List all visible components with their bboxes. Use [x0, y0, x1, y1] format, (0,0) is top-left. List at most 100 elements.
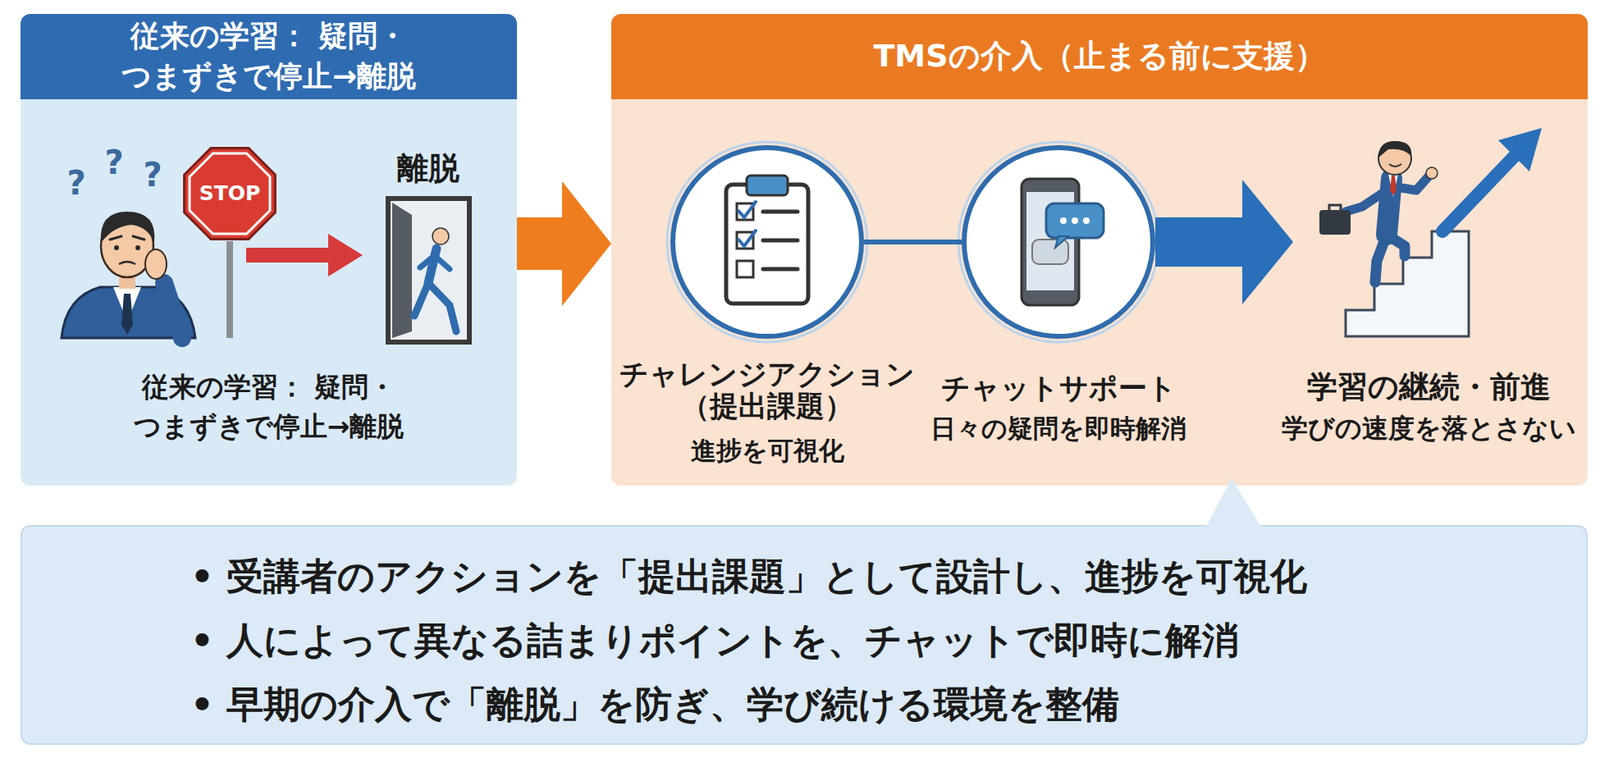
climbing-man — [1319, 128, 1542, 337]
circle-shape — [672, 147, 862, 337]
callout-pointer — [1203, 478, 1264, 530]
text-slot: 進捗を可視化 — [615, 435, 919, 467]
phone-chat-icon-part — [1046, 203, 1104, 238]
bullet-text: • 人によって異なる詰まりポイントを、チャットで即時に解消 — [190, 618, 1545, 663]
confused-man-part — [113, 287, 142, 322]
phone-chat-icon-part — [1055, 236, 1069, 248]
confused-man-part — [118, 261, 136, 265]
bullet-text: • 受講者のアクションを「提出課題」として設計し、進捗を可視化 — [190, 554, 1545, 599]
text-slot: 学習の継続・前進 — [1272, 369, 1585, 406]
confused-man-part — [135, 245, 141, 251]
red-arrow — [246, 233, 363, 277]
confused-man-part — [114, 245, 119, 251]
confused-man — [61, 211, 196, 339]
climbing-man-part — [1345, 190, 1387, 212]
phone-chat-icon — [1021, 178, 1104, 306]
right-panel: TMSの介入（止まる前に支援）チャレンジアクション （提出課題）進捗を可視化チャ… — [611, 13, 1588, 486]
clipboard-icon-part — [726, 184, 809, 304]
confused-man-part — [164, 283, 183, 339]
climbing-man-part — [1319, 210, 1351, 235]
exit-door-part — [392, 202, 412, 339]
exit-label: 離脱 — [379, 150, 478, 188]
circle-outline — [670, 145, 864, 339]
callout-pointer-shape — [1205, 478, 1262, 529]
node-title: TMSの介入（止まる前に支援） — [611, 37, 1588, 76]
node-title: 従来の学習： 疑問・つまずきで停止→離脱 — [36, 16, 501, 96]
confused-man-part — [100, 214, 154, 278]
phone-chat-icon-part — [1083, 217, 1090, 224]
text-slot: TMSの介入（止まる前に支援） — [611, 13, 1588, 100]
confused-man-part — [121, 293, 133, 335]
clipboard-icon-part — [736, 232, 754, 249]
text-slot: チャットサポート — [923, 370, 1194, 406]
confused-man-part — [109, 236, 145, 240]
step-circle: チャレンジアクション （提出課題）進捗を可視化 — [670, 145, 864, 339]
text-slot: • 受講者のアクションを「提出課題」として設計し、進捗を可視化 — [190, 554, 1545, 599]
summary-callout: • 受講者のアクションを「提出課題」として設計し、進捗を可視化 • 人によって異な… — [20, 525, 1588, 746]
climbing-man-part — [1396, 175, 1430, 191]
climbing-man-part — [1498, 128, 1542, 172]
text-slot: 学びの速度を落とさない — [1272, 412, 1585, 444]
exit-door-part — [428, 248, 437, 284]
exit-door-part — [420, 256, 450, 270]
text-slot: • 早期の介入で「離脱」を防ぎ、学び続ける環境を整備 — [190, 682, 1545, 727]
text-slot: チャレンジアクション （提出課題） — [615, 358, 919, 422]
confused-man-part — [61, 287, 196, 339]
text-slot: • 人によって異なる詰まりポイントを、チャットで即時に解消 — [190, 618, 1545, 663]
stop-sign-text: STOP — [180, 181, 279, 206]
climbing-man-part — [1389, 175, 1397, 196]
node-text: 学びの速度を落とさない — [1272, 412, 1585, 444]
clipboard-icon-part — [738, 201, 756, 247]
exit-door-part — [388, 198, 470, 343]
climbing-man-part — [1375, 234, 1405, 283]
node-title: チャレンジアクション （提出課題） — [615, 358, 919, 422]
clipboard-icon-part — [763, 211, 798, 270]
confused-man-part — [145, 249, 167, 279]
bullet-text: • 早期の介入で「離脱」を防ぎ、学び続ける環境を整備 — [190, 682, 1545, 727]
climbing-man-part — [1345, 231, 1469, 337]
circle-halo — [958, 141, 1159, 343]
block-arrow — [1155, 179, 1294, 305]
climbing-man-part — [1389, 164, 1402, 167]
clipboard-icon — [726, 175, 809, 304]
left-panel: 従来の学習： 疑問・つまずきで停止→離脱従来の学習： 疑問・つまずきで停止→離脱 — [20, 13, 517, 486]
circle-outline — [961, 145, 1156, 339]
label-slot: STOP — [180, 181, 279, 206]
phone-chat-icon-part — [1071, 217, 1079, 224]
stop-sign-part — [226, 241, 234, 339]
clipboard-icon-part — [736, 260, 754, 278]
node-title: 学習の継続・前進 — [1272, 369, 1585, 406]
exit-door-part — [414, 283, 457, 332]
confused-man-part — [100, 211, 156, 243]
clipboard-icon-part — [746, 175, 788, 196]
phone-chat-icon-part — [1060, 217, 1067, 224]
label-slot: 離脱 — [379, 150, 478, 188]
connector-line — [864, 239, 962, 245]
block-arrow — [516, 181, 612, 307]
node-title: チャットサポート — [923, 370, 1194, 406]
climbing-man-part — [1388, 173, 1399, 197]
exit-door — [388, 198, 470, 343]
climbing-man-part — [1426, 167, 1438, 179]
question-mark: ? — [103, 155, 202, 195]
phone-chat-icon-part — [1021, 178, 1079, 306]
confused-man-part — [118, 270, 136, 289]
step-circle: チャットサポート日々の疑問を即時解消 — [961, 145, 1156, 339]
stop-sign — [184, 148, 276, 339]
phone-chat-icon-part — [1032, 239, 1069, 265]
circle-halo — [667, 141, 868, 343]
circle-shape — [964, 147, 1153, 337]
node-text: 進捗を可視化 — [615, 435, 919, 467]
node-text: 従来の学習： 疑問・つまずきで停止→離脱 — [86, 367, 452, 447]
text-slot: 日々の疑問を即時解消 — [923, 413, 1194, 444]
clipboard-icon-part — [736, 203, 754, 220]
climbing-man-part — [1378, 141, 1412, 175]
phone-chat-icon-part — [1026, 192, 1075, 291]
climbing-man-part — [1378, 141, 1412, 158]
text-slot: 従来の学習： 疑問・つまずきで停止→離脱 — [36, 13, 501, 100]
red-arrow-part — [246, 233, 363, 277]
exit-door-part — [432, 228, 449, 245]
climbing-man-part — [1386, 178, 1392, 235]
label-slot: ? — [103, 155, 202, 195]
text-slot: 従来の学習： 疑問・つまずきで停止→離脱 — [86, 367, 452, 447]
